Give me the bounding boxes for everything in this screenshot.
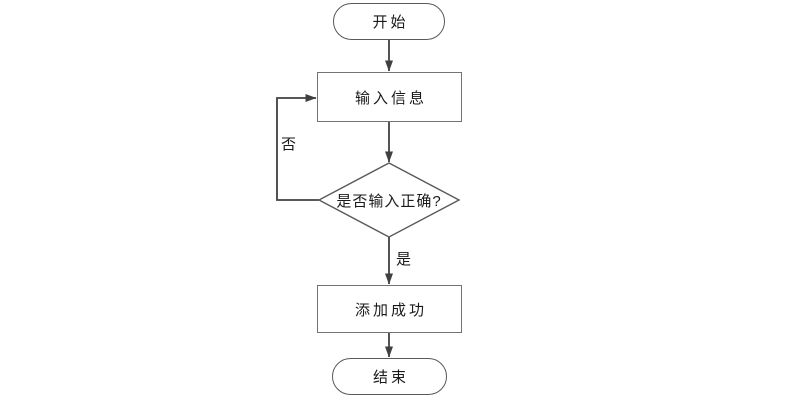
node-start: 开始	[333, 3, 445, 40]
node-add-success-label: 添加成功	[354, 301, 427, 319]
edge-label-no: 否	[280, 136, 298, 153]
edge-label-yes: 是	[395, 251, 413, 268]
node-end: 结束	[332, 358, 447, 395]
node-decision-label: 是否输入正确?	[336, 192, 442, 210]
node-start-label: 开始	[372, 14, 409, 31]
node-decision-shape	[317, 162, 461, 238]
node-add-success: 添加成功	[317, 285, 462, 333]
node-input-info: 输入信息	[317, 72, 462, 122]
node-input-info-label: 输入信息	[354, 89, 427, 107]
node-end-label: 结束	[372, 369, 409, 386]
edge-decision-to-input-no	[276, 94, 319, 201]
